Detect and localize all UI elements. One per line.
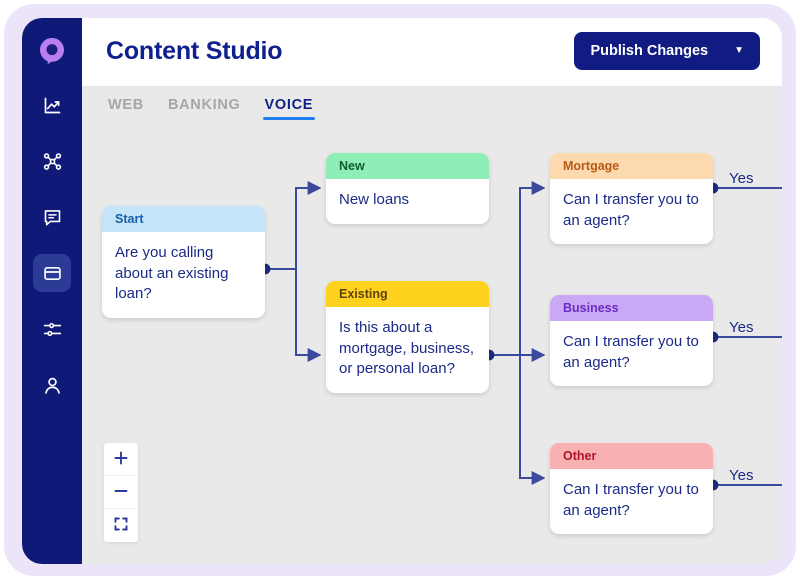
flow-node-new-header: New [326,153,489,179]
publish-changes-button[interactable]: Publish Changes ▼ [574,32,760,70]
page-title: Content Studio [106,37,283,65]
flow-node-other-header: Other [550,443,713,469]
chevron-down-icon: ▼ [734,45,744,56]
app-header: Content Studio Publish Changes ▼ [82,18,782,86]
tab-web[interactable]: WEB [108,96,144,113]
flow-node-mortgage-header: Mortgage [550,153,713,179]
user-profile-icon [42,375,63,396]
flow-node-mortgage-body: Can I transfer you to an agent? [563,191,699,229]
flow-node-existing[interactable]: Existing Is this about a mortgage, busin… [326,281,489,394]
chat-message-icon [42,207,63,228]
sliders-settings-icon [42,319,63,340]
edge-label-yes-business: Yes [729,319,754,336]
sidebar-item-network[interactable] [33,142,71,180]
fit-to-screen-button[interactable] [104,509,138,542]
tab-banking[interactable]: BANKING [167,96,241,113]
edge-label-yes-mortgage: Yes [729,170,754,187]
flow-node-business-header: Business [550,295,713,321]
tab-voice[interactable]: VOICE [262,93,316,122]
edge-label-yes-other: Yes [729,467,754,484]
sidebar-item-analytics[interactable] [33,86,71,124]
flow-node-other-body: Can I transfer you to an agent? [563,481,699,519]
flow-node-new[interactable]: New New loans [326,153,489,224]
flow-node-start-header: Start [102,206,265,232]
content-area: Content Studio Publish Changes ▼ WEB BAN… [82,18,782,564]
sidebar-item-settings[interactable] [33,310,71,348]
flow-node-existing-header: Existing [326,281,489,307]
speech-bubble-pin-logo [35,34,69,68]
flow-node-business[interactable]: Business Can I transfer you to an agent? [550,295,713,387]
zoom-out-button[interactable] [104,476,138,509]
app-outer-frame: Content Studio Publish Changes ▼ WEB BAN… [4,4,796,576]
card-panel-icon [42,263,63,284]
flow-node-business-body: Can I transfer you to an agent? [563,333,699,371]
sidebar-item-profile[interactable] [33,366,71,404]
plus-icon [113,450,129,469]
fit-screen-icon [113,516,129,535]
analytics-chart-icon [42,95,63,116]
zoom-controls [104,443,138,542]
minus-icon [113,483,129,502]
tab-bar: WEB BANKING VOICE [82,86,782,128]
sidebar [22,18,82,564]
app-window: Content Studio Publish Changes ▼ WEB BAN… [22,18,782,564]
flow-node-start-body: Are you calling about an existing loan? [115,244,229,303]
sidebar-item-messages[interactable] [33,198,71,236]
flow-node-existing-body: Is this about a mortgage, business, or p… [339,319,475,378]
zoom-in-button[interactable] [104,443,138,476]
flow-canvas[interactable]: Start Are you calling about an existing … [82,128,782,564]
flow-node-other[interactable]: Other Can I transfer you to an agent? [550,443,713,535]
publish-changes-label: Publish Changes [590,43,709,59]
network-nodes-icon [42,151,63,172]
flow-node-start[interactable]: Start Are you calling about an existing … [102,206,265,319]
flow-node-new-body: New loans [339,191,410,208]
flow-node-mortgage[interactable]: Mortgage Can I transfer you to an agent? [550,153,713,245]
sidebar-item-content[interactable] [33,254,71,292]
